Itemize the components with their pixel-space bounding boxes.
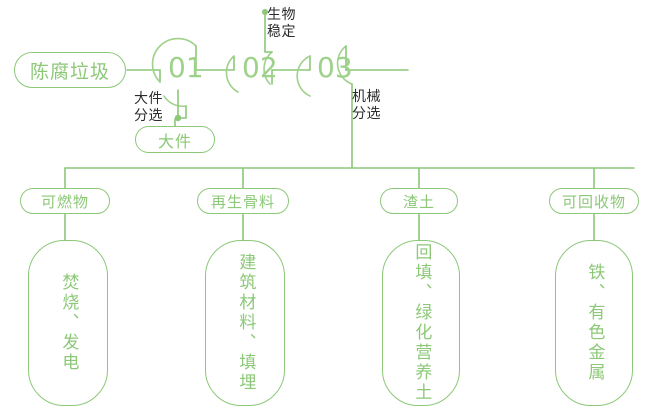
output-node-bulky[interactable]: 大件 (135, 126, 215, 153)
category-node-combustibles[interactable]: 可燃物 (20, 188, 110, 214)
outcome-text-recyclables: 铁、有色金属 (585, 263, 605, 383)
outcome-text-combustibles: 焚烧、发电 (59, 273, 79, 373)
outcome-text-slag-soil: 回填、绿化营养土 (412, 243, 432, 403)
outcome-box-combustibles[interactable]: 焚烧、发电 (28, 240, 108, 406)
category-node-slag-soil[interactable]: 渣土 (380, 188, 458, 214)
stage-note-bulky-sorting: 大件 分选 (134, 90, 163, 124)
stage-number-03[interactable]: 03 (317, 51, 353, 84)
root-node-stale-waste[interactable]: 陈腐垃圾 (14, 52, 126, 88)
category-node-recyclables[interactable]: 可回收物 (549, 188, 639, 214)
stage-note-biological-stabilization: 生物 稳定 (267, 6, 296, 40)
outcome-text-recycled-aggregate: 建筑材料、填埋 (236, 253, 256, 393)
stage-number-01[interactable]: 01 (168, 51, 204, 84)
category-node-recycled-aggregate[interactable]: 再生骨料 (197, 188, 289, 214)
outcome-box-recycled-aggregate[interactable]: 建筑材料、填埋 (205, 240, 285, 406)
stage-number-02[interactable]: 02 (242, 51, 278, 84)
outcome-box-slag-soil[interactable]: 回填、绿化营养土 (382, 240, 460, 406)
outcome-box-recyclables[interactable]: 铁、有色金属 (555, 240, 633, 406)
stage-note-mechanical-sorting: 机械 分选 (352, 88, 381, 122)
